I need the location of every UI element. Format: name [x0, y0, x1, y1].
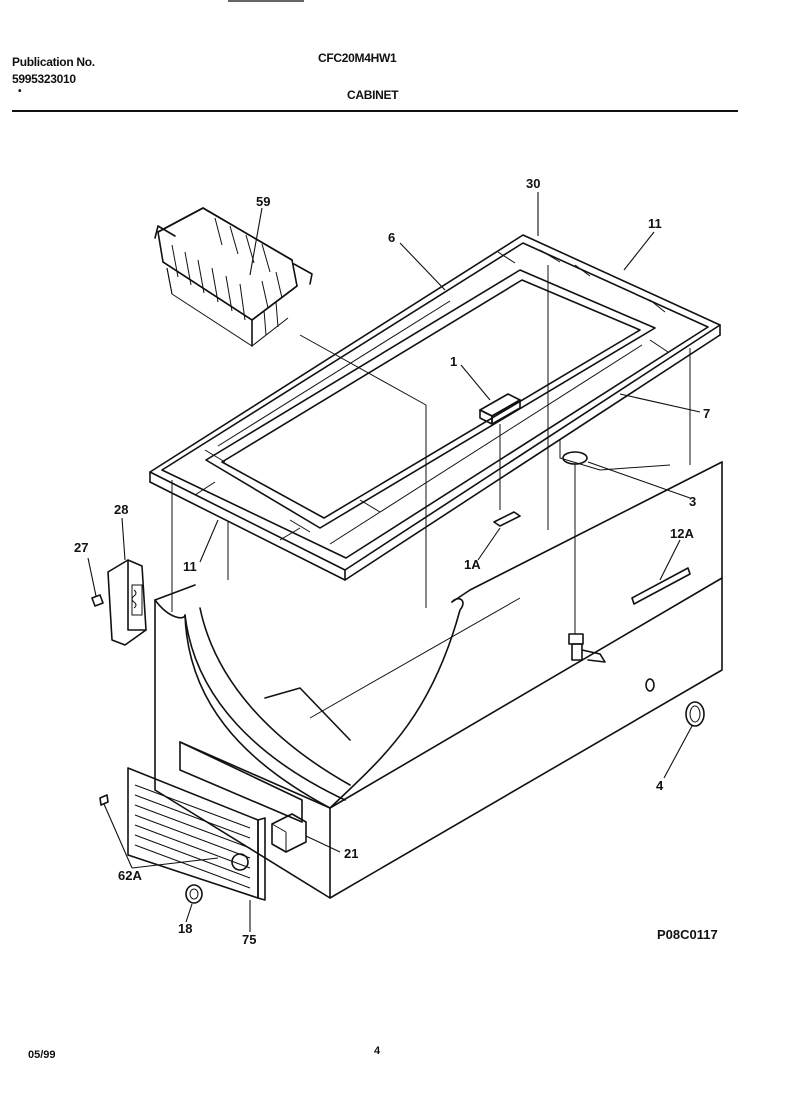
callout-3: 3	[689, 494, 696, 509]
lid-latch	[479, 393, 521, 527]
footer-date: 05/99	[28, 1049, 56, 1061]
callout-1A: 1A	[464, 557, 481, 572]
lid-hinge	[91, 559, 147, 646]
page-number: 4	[374, 1045, 381, 1057]
callout-11-bottom: 11	[183, 559, 197, 574]
relay-overload	[271, 813, 307, 853]
publication-label: Publication No.	[12, 55, 95, 69]
freezer-basket	[154, 207, 313, 347]
gasket-breaker-frame	[149, 234, 721, 581]
callout-28: 28	[114, 502, 128, 517]
drain-assembly	[562, 451, 705, 727]
callout-21: 21	[344, 846, 358, 861]
header-top-rule	[228, 0, 304, 2]
callout-18: 18	[178, 921, 192, 936]
header-dot-mark: •	[18, 86, 22, 97]
callout-12A: 12A	[670, 526, 694, 541]
callout-11-top: 11	[648, 216, 662, 231]
figure-code: P08C0117	[657, 927, 718, 942]
callout-62A: 62A	[118, 868, 142, 883]
header-rule	[12, 110, 738, 112]
callout-6: 6	[388, 230, 395, 245]
leader-lines	[87, 192, 701, 932]
callout-27: 27	[74, 540, 88, 555]
callout-4: 4	[656, 778, 664, 793]
cabinet-body	[154, 265, 723, 899]
callout-30: 30	[526, 176, 540, 191]
callout-75: 75	[242, 932, 256, 947]
callout-1: 1	[450, 354, 457, 369]
callout-7: 7	[703, 406, 710, 421]
compressor-grille	[99, 741, 303, 904]
callout-59: 59	[256, 194, 270, 209]
model-number: CFC20M4HW1	[318, 51, 397, 65]
section-title: CABINET	[347, 88, 399, 102]
publication-number: 5995323010	[12, 72, 76, 86]
